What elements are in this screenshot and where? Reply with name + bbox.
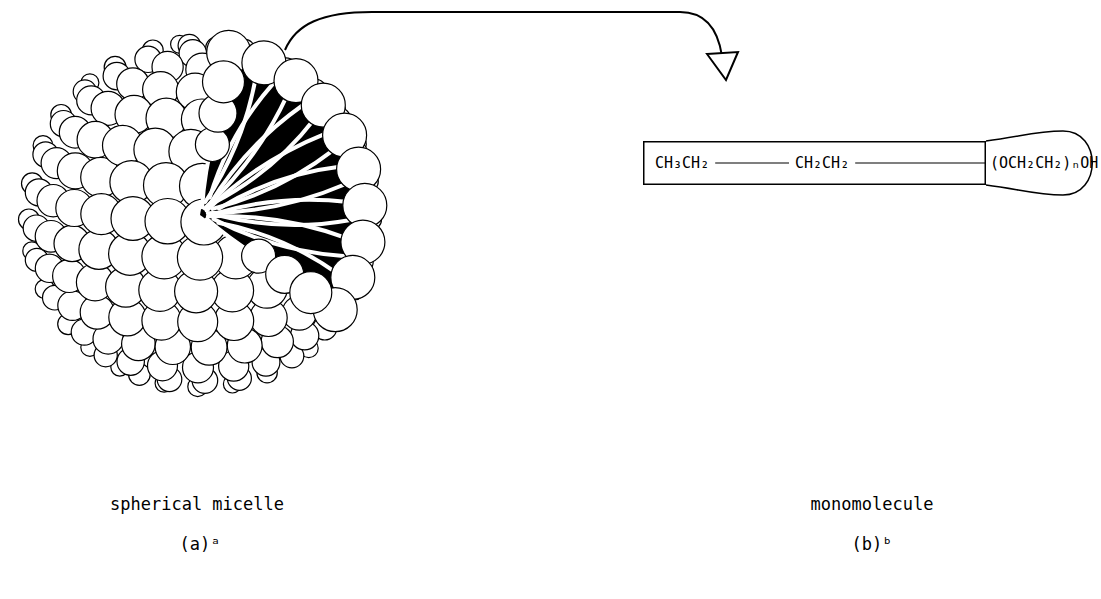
micelle-sphere bbox=[19, 30, 387, 396]
figure-caption: monomolecule bbox=[811, 494, 934, 514]
hydrophilic-head: (OCH₂CH₂)ₙOH bbox=[986, 130, 1096, 196]
hydrophobic-tail: CH₃CH₂ CH₂CH₂ bbox=[643, 141, 986, 185]
formula-text: (OCH₂CH₂)ₙOH bbox=[990, 154, 1098, 172]
arrow-head bbox=[707, 52, 738, 80]
bond-line bbox=[715, 162, 789, 163]
formula-text: CH₂CH₂ bbox=[795, 154, 849, 172]
part-label: (a)ᵃ bbox=[180, 534, 221, 554]
transfer-arrow bbox=[285, 12, 722, 56]
figure-caption: spherical micelle bbox=[110, 494, 284, 514]
bond-line bbox=[855, 162, 986, 163]
part-label: (b)ᵇ bbox=[852, 534, 893, 554]
formula-text: CH₃CH₂ bbox=[655, 154, 709, 172]
